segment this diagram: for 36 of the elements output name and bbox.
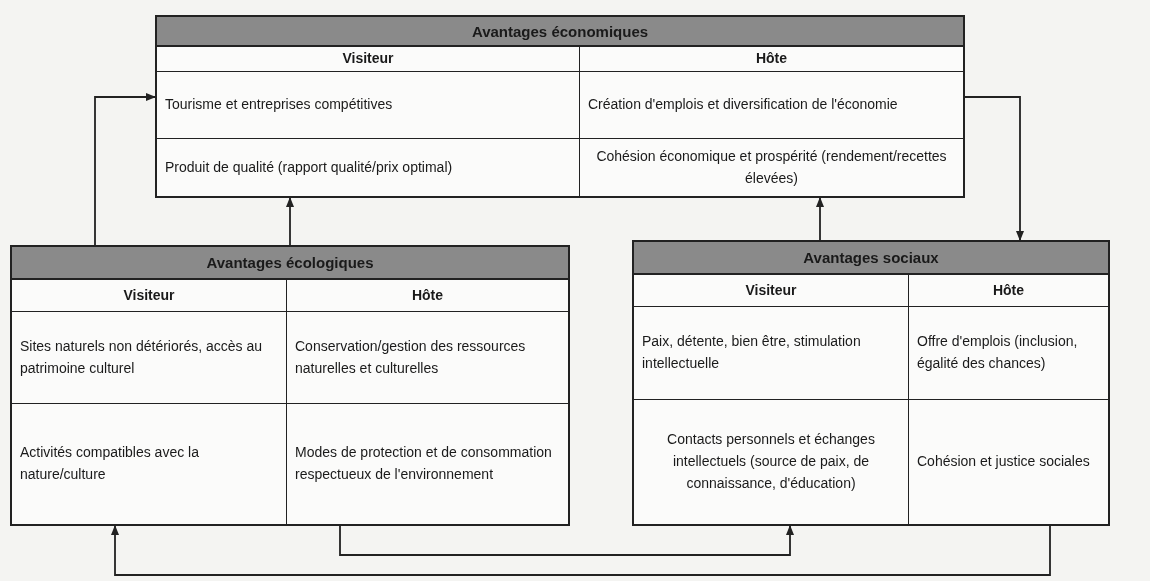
benefits-table [10, 245, 570, 526]
arrow [286, 197, 294, 246]
benefit-text: Paix, détente, bien être, stimulation intellectuelle [642, 332, 862, 373]
column-header: Hôte [411, 285, 444, 305]
column-header-cell [157, 47, 580, 72]
table-title: Avantages écologiques [12, 247, 568, 280]
column-header-cell [634, 275, 909, 307]
benefit-text: Sites naturels non détériorés, accès au patrimoine culturel [20, 336, 264, 378]
arrow [964, 96, 1024, 241]
column-header: Visiteur [342, 49, 394, 69]
benefit-text: Produit de qualité (rapport qualité/prix optimal) [165, 157, 453, 177]
table-title: Avantages sociaux [634, 242, 1108, 275]
column-header: Hôte [992, 280, 1025, 300]
benefits-table [155, 15, 965, 198]
table-title: Avantages économiques [157, 17, 963, 47]
column-header: Visiteur [123, 285, 175, 305]
table-cell [12, 312, 287, 404]
arrow [111, 525, 1051, 576]
table-cell [634, 307, 909, 400]
arrow [339, 525, 794, 556]
benefits-table [632, 240, 1110, 526]
benefit-text: Offre d'emplois (inclusion, égalité des chances) [917, 332, 1079, 373]
table-cell [157, 72, 580, 139]
benefit-text: Modes de protection et de consommation respectueux de l'environnement [295, 443, 553, 484]
benefit-text: Tourisme et entreprises compétitives [165, 95, 393, 115]
column-header: Visiteur [745, 280, 797, 300]
benefit-text: Contacts personnels et échanges intellectuels (source de paix, de connaissance, d'éducation) [666, 430, 876, 493]
arrow [94, 93, 156, 246]
benefit-text: Activités compatibles avec la nature/culture [20, 443, 200, 484]
benefit-text: Cohésion économique et prospérité (rendement/recettes élevées) [595, 146, 948, 188]
benefit-text: Cohésion et justice sociales [917, 452, 1090, 472]
benefit-text: Création d'emplois et diversification de l'économie [588, 95, 898, 115]
column-header-cell [12, 280, 287, 312]
benefit-text: Conservation/gestion des ressources naturelles et culturelles [295, 336, 527, 378]
column-header: Hôte [755, 49, 788, 69]
arrow [816, 197, 824, 241]
